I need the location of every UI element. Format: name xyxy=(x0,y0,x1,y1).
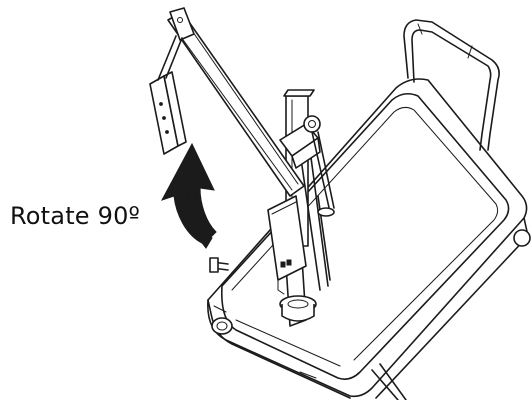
rotate-annotation: Rotate 90º xyxy=(10,202,141,230)
wheels xyxy=(211,229,531,400)
control-box xyxy=(267,195,307,295)
actuator-head xyxy=(279,115,335,217)
back-handle xyxy=(403,19,500,151)
side-prongs xyxy=(209,257,229,273)
lift-arm xyxy=(149,7,305,197)
curved-rotate-arrow-icon xyxy=(160,142,217,249)
